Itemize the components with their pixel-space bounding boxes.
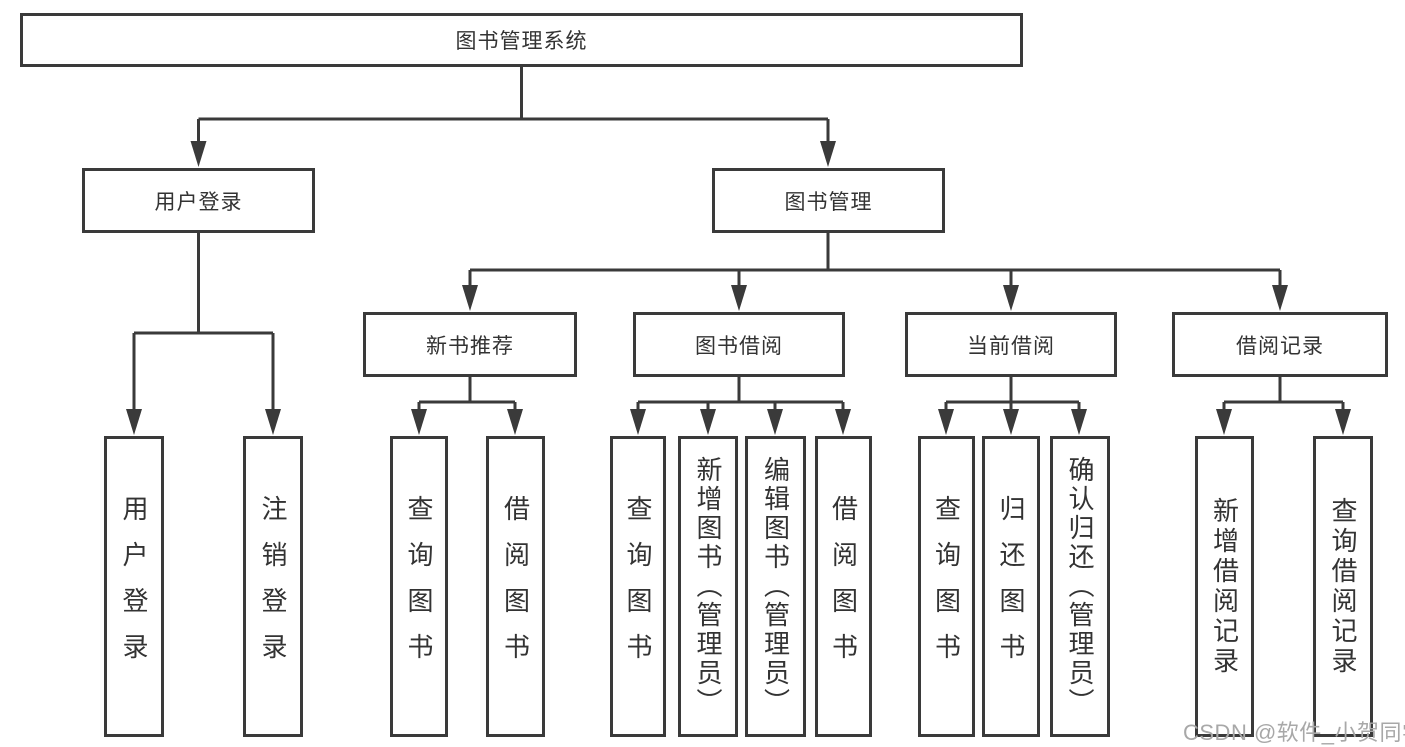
watermark-text: CSDN @软件_小贺同学 — [1183, 720, 1405, 745]
leaf-logout: 注销登录 — [243, 436, 303, 737]
node-user-login: 用户登录 — [82, 168, 315, 233]
edge-recommendation-to-leaves — [411, 377, 523, 435]
arrowhead — [462, 285, 478, 311]
leaf-user-login-label: 用户登录 — [119, 494, 149, 679]
arrowhead — [835, 409, 851, 435]
arrowhead — [1003, 285, 1019, 311]
leaf-borrow-books-label: 借阅图书 — [828, 494, 859, 679]
leaf-return-books: 归还图书 — [982, 436, 1040, 737]
leaf-logout-label: 注销登录 — [258, 494, 288, 679]
leaf-add-books-admin: 新增图书（管理员） — [678, 436, 738, 737]
arrowhead — [1272, 285, 1288, 311]
arrowhead — [1071, 409, 1087, 435]
leaf-query-books-borrow-label: 查询图书 — [623, 494, 653, 679]
arrowhead — [630, 409, 646, 435]
leaf-add-books-admin-label: 新增图书（管理员） — [693, 456, 723, 717]
arrowhead — [938, 409, 954, 435]
leaf-borrow-books: 借阅图书 — [815, 436, 872, 737]
edge-root-to-level2 — [190, 67, 836, 167]
edge-user-login-to-leaves — [126, 233, 281, 435]
node-root: 图书管理系统 — [20, 13, 1023, 67]
edge-book-management-to-level3 — [462, 233, 1288, 311]
arrowhead — [1335, 409, 1351, 435]
leaf-borrow-books-recommend: 借阅图书 — [486, 436, 545, 737]
leaf-edit-books-admin-label: 编辑图书（管理员） — [760, 456, 791, 717]
node-new-book-recommendation: 新书推荐 — [363, 312, 577, 377]
arrowhead — [507, 409, 523, 435]
leaf-return-books-label: 归还图书 — [996, 494, 1026, 679]
edge-records-to-leaves — [1216, 377, 1351, 435]
leaf-query-books-borrow: 查询图书 — [610, 436, 666, 737]
node-book-management-label: 图书管理 — [784, 190, 873, 214]
node-current-borrowing: 当前借阅 — [905, 312, 1117, 377]
leaf-confirm-return-admin: 确认归还（管理员） — [1050, 436, 1110, 737]
leaf-query-books-current-label: 查询图书 — [931, 494, 962, 679]
leaf-query-borrow-record-label: 查询借阅记录 — [1328, 496, 1358, 677]
leaf-confirm-return-admin-label: 确认归还（管理员） — [1065, 456, 1095, 717]
node-borrowing-records: 借阅记录 — [1172, 312, 1388, 377]
arrowhead — [731, 285, 747, 311]
leaf-add-borrow-record-label: 新增借阅记录 — [1209, 496, 1240, 677]
arrowhead — [265, 409, 281, 435]
arrowhead — [820, 141, 836, 167]
edge-current-to-leaves — [938, 377, 1087, 435]
node-current-borrowing-label: 当前借阅 — [967, 334, 1055, 358]
arrowhead — [700, 409, 716, 435]
arrowhead — [411, 409, 427, 435]
edge-borrowing-to-leaves — [630, 377, 851, 435]
node-borrowing-records-label: 借阅记录 — [1236, 334, 1324, 358]
leaf-edit-books-admin: 编辑图书（管理员） — [745, 436, 806, 737]
node-book-borrowing: 图书借阅 — [633, 312, 845, 377]
arrowhead — [767, 409, 783, 435]
node-new-book-recommendation-label: 新书推荐 — [426, 334, 514, 358]
leaf-user-login: 用户登录 — [104, 436, 164, 737]
leaf-query-books-recommend: 查询图书 — [390, 436, 448, 737]
node-book-management: 图书管理 — [712, 168, 945, 233]
leaf-query-books-recommend-label: 查询图书 — [404, 494, 434, 679]
arrowhead — [1003, 409, 1019, 435]
arrowhead — [1216, 409, 1232, 435]
arrowhead — [126, 409, 142, 435]
leaf-query-borrow-record: 查询借阅记录 — [1313, 436, 1373, 737]
leaf-borrow-books-recommend-label: 借阅图书 — [500, 494, 531, 679]
node-root-label: 图书管理系统 — [455, 30, 588, 53]
node-user-login-label: 用户登录 — [154, 190, 243, 214]
arrowhead — [190, 141, 207, 167]
leaf-query-books-current: 查询图书 — [918, 436, 975, 737]
leaf-add-borrow-record: 新增借阅记录 — [1195, 436, 1254, 737]
node-book-borrowing-label: 图书借阅 — [695, 334, 783, 358]
